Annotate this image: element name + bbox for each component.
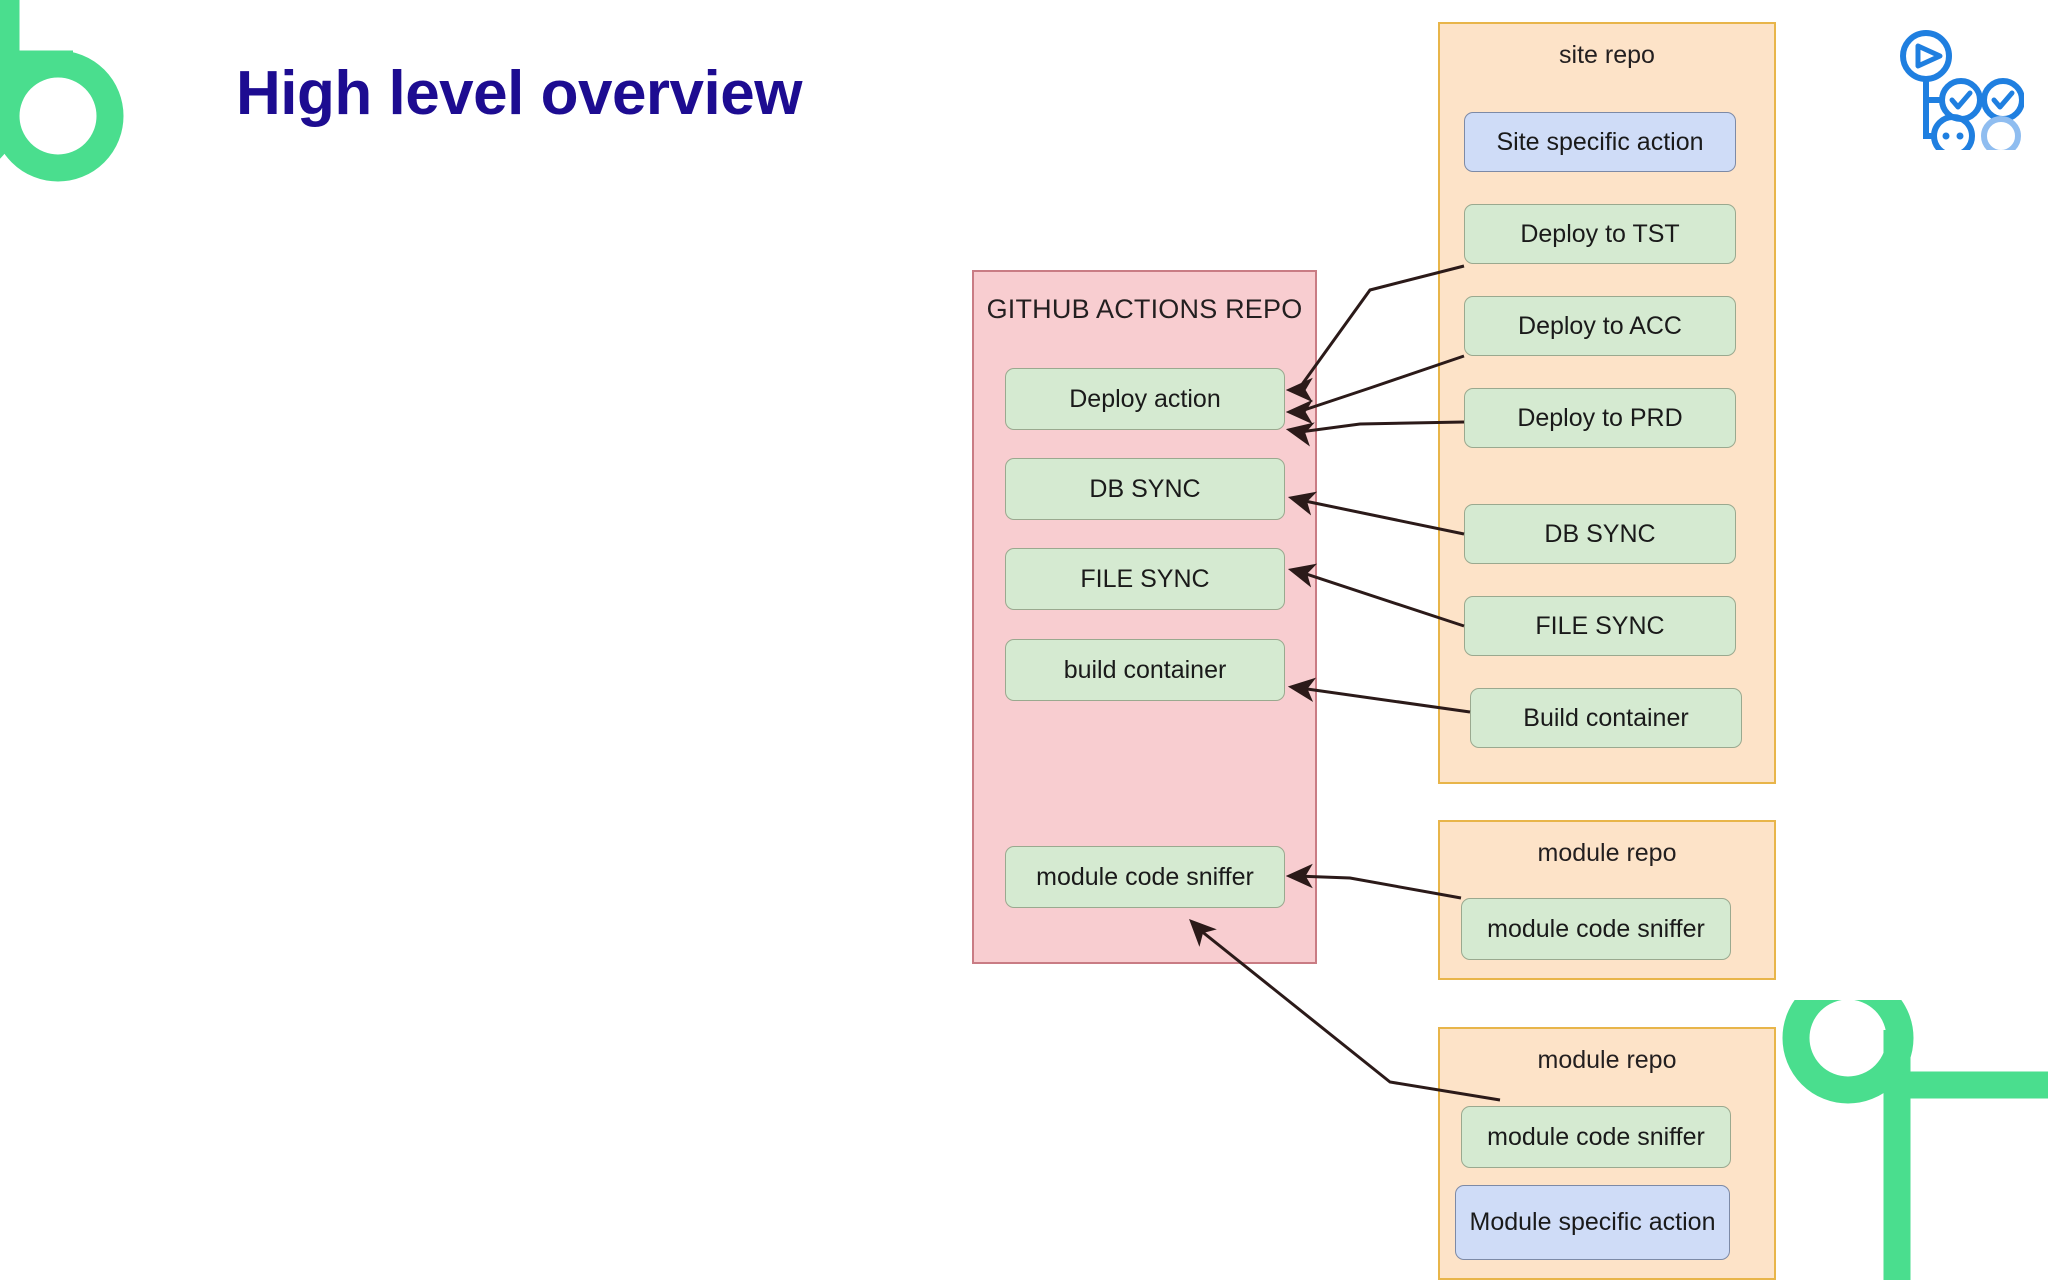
node-module-repo-2-sniffer[interactable]: module code sniffer <box>1461 1106 1731 1168</box>
node-site-file-sync[interactable]: FILE SYNC <box>1464 596 1736 656</box>
node-module-code-sniffer[interactable]: module code sniffer <box>1005 846 1285 908</box>
node-site-db-sync[interactable]: DB SYNC <box>1464 504 1736 564</box>
node-label: Deploy to ACC <box>1518 311 1682 340</box>
node-file-sync[interactable]: FILE SYNC <box>1005 548 1285 610</box>
page-title: High level overview <box>236 59 802 128</box>
panel-title-github-actions-repo: GITHUB ACTIONS REPO <box>986 294 1303 324</box>
node-deploy-to-tst[interactable]: Deploy to TST <box>1464 204 1736 264</box>
node-label: module code sniffer <box>1487 914 1705 943</box>
node-deploy-to-acc[interactable]: Deploy to ACC <box>1464 296 1736 356</box>
node-label: DB SYNC <box>1544 519 1656 548</box>
node-label: Deploy action <box>1069 384 1221 413</box>
node-label: Build container <box>1523 703 1689 732</box>
node-label: build container <box>1063 655 1227 684</box>
node-label: Deploy to TST <box>1520 219 1680 248</box>
node-site-build-container[interactable]: Build container <box>1470 688 1742 748</box>
node-site-specific-action[interactable]: Site specific action <box>1464 112 1736 172</box>
node-label: module code sniffer <box>1036 862 1254 891</box>
node-label: Site specific action <box>1496 127 1704 156</box>
node-label: Module specific action <box>1469 1208 1716 1237</box>
node-label: FILE SYNC <box>1080 564 1210 593</box>
node-module-repo-1-sniffer[interactable]: module code sniffer <box>1461 898 1731 960</box>
node-label: Deploy to PRD <box>1517 403 1683 432</box>
node-db-sync[interactable]: DB SYNC <box>1005 458 1285 520</box>
node-deploy-action[interactable]: Deploy action <box>1005 368 1285 430</box>
github-actions-workflow-icon <box>1898 30 2025 158</box>
panel-title-site-repo: site repo <box>1559 41 1655 69</box>
panel-title-module-repo-2: module repo <box>1537 1046 1677 1074</box>
node-build-container[interactable]: build container <box>1005 639 1285 701</box>
node-deploy-to-prd[interactable]: Deploy to PRD <box>1464 388 1736 448</box>
node-module-specific-action[interactable]: Module specific action <box>1455 1185 1730 1260</box>
node-label: FILE SYNC <box>1535 611 1665 640</box>
node-label: module code sniffer <box>1487 1122 1705 1151</box>
node-label: DB SYNC <box>1089 474 1201 503</box>
panel-title-module-repo-1: module repo <box>1537 839 1677 867</box>
